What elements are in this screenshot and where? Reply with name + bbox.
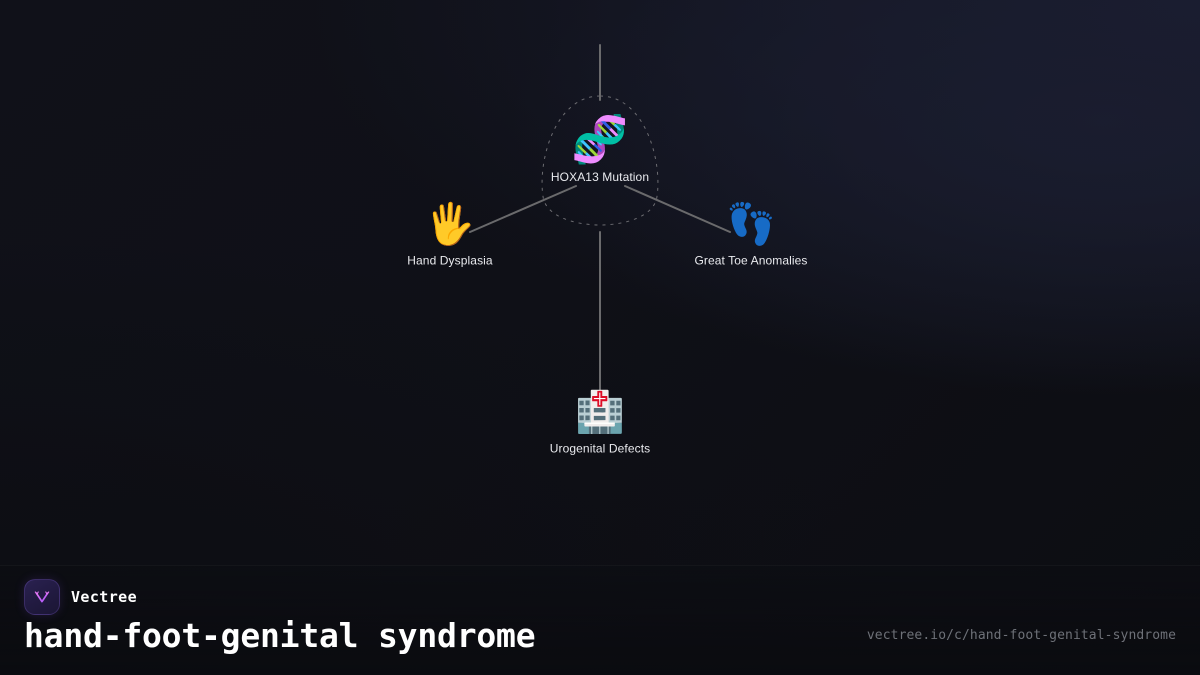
graph-node-label: Urogenital Defects — [549, 441, 651, 456]
vectree-logo-icon — [24, 579, 60, 615]
graph-node-urogenital-defects[interactable]: 🏥Urogenital Defects — [490, 393, 710, 456]
edge-root-to-hand — [469, 185, 577, 233]
graph-node-label: HOXA13 Mutation — [550, 170, 650, 184]
dna-icon: 🧬 — [571, 112, 629, 166]
root-focus-outline — [541, 95, 659, 226]
page-url: vectree.io/c/hand-foot-genital-syndrome — [866, 628, 1176, 643]
edge-root-to-toe — [624, 185, 731, 233]
graph-node-hand-dysplasia[interactable]: 🖐Hand Dysplasia — [340, 205, 560, 268]
graph-node-label: Hand Dysplasia — [407, 253, 493, 268]
brand-name: Vectree — [71, 588, 138, 606]
hospital-icon: 🏥 — [575, 389, 625, 436]
page-title: hand-foot-genital syndrome — [24, 616, 536, 655]
footer-bar: Vectree hand-foot-genital syndrome vectr… — [0, 565, 1200, 675]
brand-row[interactable]: Vectree — [24, 579, 137, 615]
graph-node-hoxa13-mutation[interactable]: 🧬HOXA13 Mutation — [490, 116, 710, 184]
footprints-icon: 👣 — [726, 201, 776, 248]
graph-node-label: Great Toe Anomalies — [694, 253, 808, 268]
raised-hand-icon: 🖐 — [425, 201, 475, 248]
graph-node-great-toe-anomalies[interactable]: 👣Great Toe Anomalies — [641, 205, 861, 268]
